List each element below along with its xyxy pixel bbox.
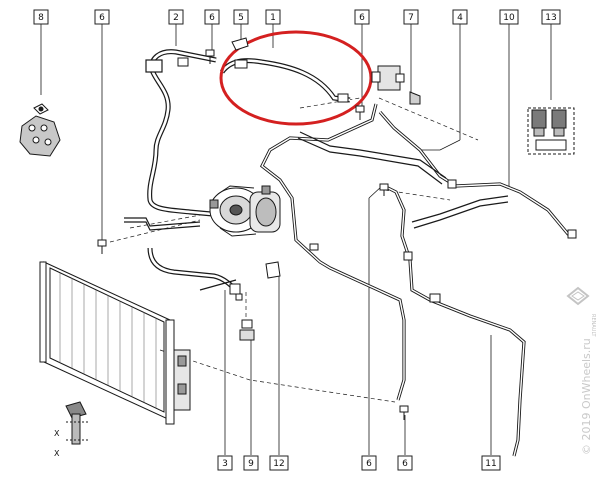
svg-text:8: 8: [38, 13, 44, 23]
hose-part-1[interactable]: [219, 58, 351, 103]
highlight-ellipse: [219, 30, 373, 126]
pipe-part-11[interactable]: [383, 184, 526, 457]
pipe-short[interactable]: [124, 217, 201, 231]
svg-text:6: 6: [99, 13, 105, 23]
valve-part-9[interactable]: [239, 319, 255, 341]
hose-part-2[interactable]: [145, 49, 217, 217]
callout-6-top-mid[interactable]: 6: [204, 9, 220, 25]
callout-11[interactable]: 11: [481, 455, 501, 471]
callout-6-top-right[interactable]: 6: [354, 9, 370, 25]
svg-text:13: 13: [545, 13, 556, 23]
callout-6-bottom-right[interactable]: 6: [397, 455, 413, 471]
bolts[interactable]: [97, 49, 409, 420]
brand-text: RENAULT: [590, 314, 596, 338]
brand-logo: RENAULT: [566, 286, 596, 338]
svg-text:11: 11: [485, 459, 496, 469]
svg-text:7: 7: [408, 13, 414, 23]
svg-text:12: 12: [273, 459, 284, 469]
seal-pad-part-8[interactable]: [19, 103, 61, 157]
callout-2[interactable]: 2: [168, 9, 184, 25]
svg-text:1: 1: [270, 13, 276, 23]
callout-7[interactable]: 7: [403, 9, 419, 25]
bracket-part-12[interactable]: [265, 261, 281, 279]
hose-part-3[interactable]: [147, 247, 243, 301]
pipe-part-10[interactable]: [297, 110, 577, 239]
callout-1[interactable]: 1: [265, 9, 281, 25]
callout-12[interactable]: 12: [269, 455, 289, 471]
svg-text:4: 4: [457, 13, 463, 23]
svg-text:3: 3: [222, 459, 228, 469]
caps-part-13[interactable]: [527, 107, 575, 155]
bolt-detail: [65, 401, 90, 445]
callout-8[interactable]: 8: [33, 9, 49, 25]
svg-text:6: 6: [359, 13, 365, 23]
svg-text:2: 2: [173, 13, 179, 23]
svg-text:9: 9: [248, 459, 254, 469]
expansion-valve[interactable]: [371, 65, 421, 105]
svg-text:10: 10: [503, 13, 515, 23]
callout-3[interactable]: 3: [217, 455, 233, 471]
callout-6-bottom-mid[interactable]: 6: [361, 455, 377, 471]
svg-text:5: 5: [238, 13, 244, 23]
leader-lines: [40, 24, 552, 455]
watermark: © 2019 OnWheels.ru: [580, 338, 593, 455]
clip-part-5[interactable]: [231, 37, 249, 51]
callout-6-top-left[interactable]: 6: [94, 9, 110, 25]
callout-4[interactable]: 4: [452, 9, 468, 25]
callout-5[interactable]: 5: [233, 9, 249, 25]
svg-text:6: 6: [209, 13, 215, 23]
svg-text:6: 6: [366, 459, 372, 469]
bolt-dim-label-2: X: [54, 449, 60, 458]
svg-text:6: 6: [402, 459, 408, 469]
bolt-dim-label-1: X: [54, 429, 60, 438]
pipe-part-4[interactable]: [259, 103, 406, 401]
callout-10[interactable]: 10: [499, 9, 519, 25]
condenser[interactable]: [39, 261, 191, 425]
compressor[interactable]: [209, 185, 281, 237]
callout-9[interactable]: 9: [243, 455, 259, 471]
callout-13[interactable]: 13: [541, 9, 561, 25]
